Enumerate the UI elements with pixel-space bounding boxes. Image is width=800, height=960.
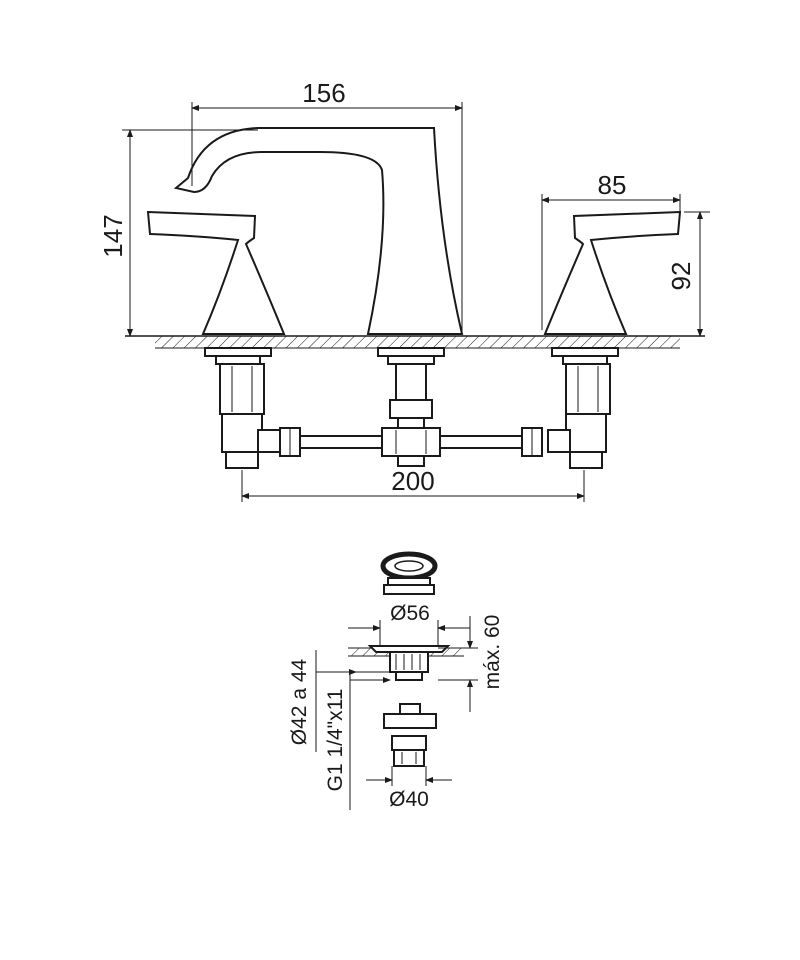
countertop xyxy=(125,335,705,349)
dim-thread-label: G1 1/4"x11 xyxy=(324,689,347,792)
dim-handle-height-label: 92 xyxy=(666,262,696,291)
dim-max-thickness: máx. 60 xyxy=(438,615,504,712)
dim-85: 85 xyxy=(541,170,681,330)
drain-cap xyxy=(380,551,438,595)
dim-handle-width-label: 85 xyxy=(598,170,627,200)
left-valve-body xyxy=(204,347,281,469)
dim-flange-diameter: Ø56 xyxy=(348,602,470,652)
dim-body-diameter-label: Ø40 xyxy=(389,788,429,811)
dim-hole-range: Ø42 a 44 xyxy=(288,650,390,752)
center-shank xyxy=(377,347,445,467)
dim-156: 156 xyxy=(191,78,463,334)
dim-92: 92 xyxy=(666,211,710,337)
drain-assembly: Ø56 máx. 60 Ø42 a 44 xyxy=(288,551,504,811)
dim-center-spacing-label: 200 xyxy=(391,466,434,496)
dim-spout-reach-label: 156 xyxy=(302,78,345,108)
faucet-elevation: 156 147 85 92 200 xyxy=(98,78,710,502)
dim-147: 147 xyxy=(98,129,258,337)
dim-spout-height-label: 147 xyxy=(98,214,128,257)
drain-tailpiece xyxy=(383,703,437,767)
dim-body-diameter: Ø40 xyxy=(366,766,452,811)
right-valve-body xyxy=(547,347,619,469)
dim-hole-range-label: Ø42 a 44 xyxy=(288,658,311,745)
dim-max-thickness-label: máx. 60 xyxy=(481,615,504,690)
dim-thread: G1 1/4"x11 xyxy=(324,670,391,810)
drain-flange-section xyxy=(348,645,464,681)
spout xyxy=(173,127,464,335)
dim-200: 200 xyxy=(241,466,585,502)
right-handle xyxy=(543,210,682,335)
connecting-hose xyxy=(279,427,543,457)
dim-flange-diameter-label: Ø56 xyxy=(390,602,430,625)
left-handle xyxy=(146,210,286,335)
